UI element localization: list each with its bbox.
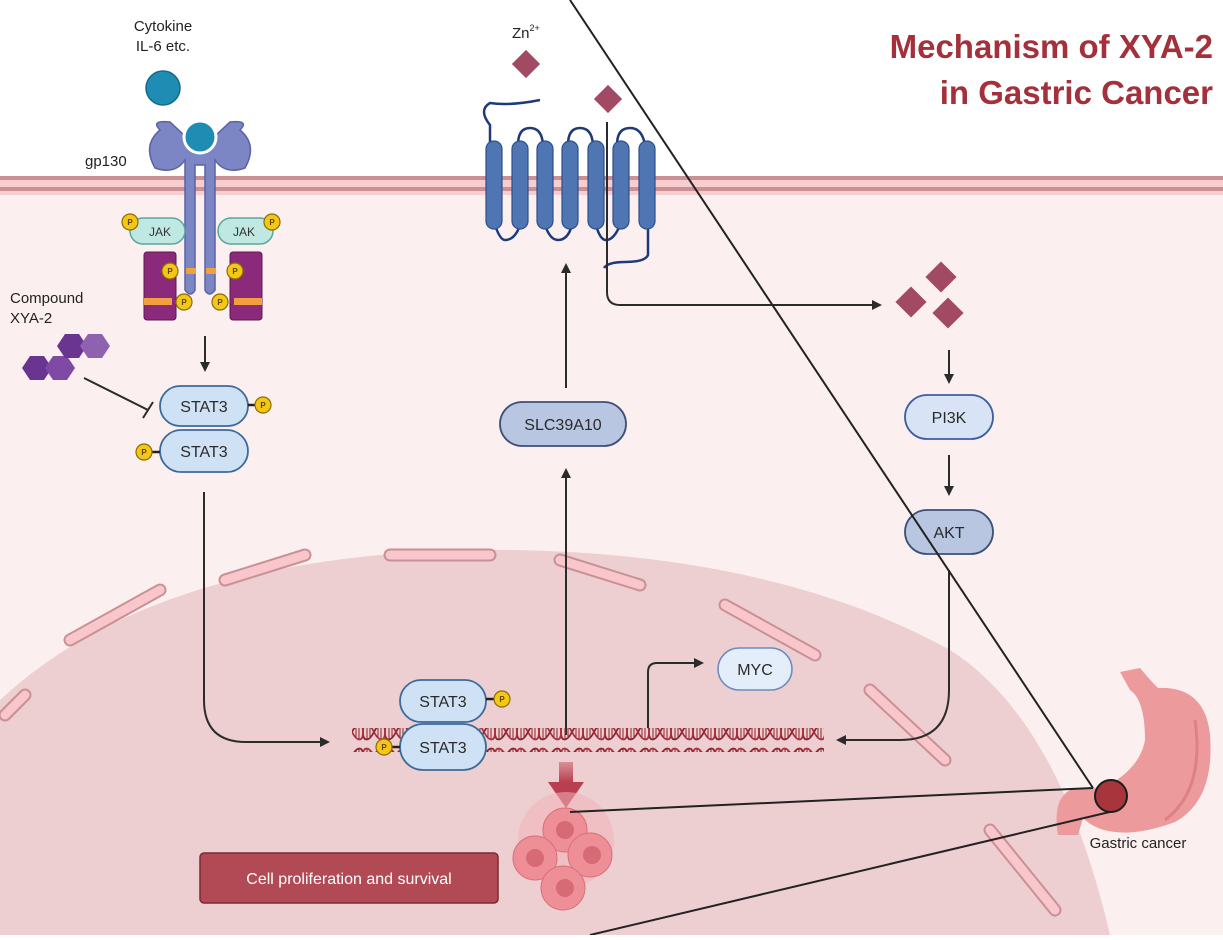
gastric-cancer-label: Gastric cancer [1090,835,1187,852]
zoom-line-bottom [589,809,1119,936]
receptor-kinase-domains: P P P P [143,251,263,321]
svg-text:Cell proliferation and surviva: Cell proliferation and survival [246,871,451,888]
phospho-icon [121,213,139,231]
title-line-1: Mechanism of XYA-2 [890,28,1213,65]
svg-text:STAT3: STAT3 [419,740,467,757]
cytokine-ligand-icon [145,70,181,106]
jak-left: JAK P [121,213,186,245]
slc39a10-node: SLC39A10 [499,401,627,447]
arrow-akt-to-dna [836,570,950,745]
svg-text:SLC39A10: SLC39A10 [524,417,601,434]
svg-text:P: P [381,743,387,752]
jak-right: JAK P [217,213,281,245]
pi3k-node: PI3K [904,394,994,440]
slc39a10-transporter-icon [482,98,656,269]
svg-text:P: P [269,218,275,227]
cytokine-label-1: Cytokine [134,18,192,35]
zinc-ion-icon [593,84,623,114]
svg-text:P: P [499,695,505,704]
cell-proliferation-box: Cell proliferation and survival [199,852,499,904]
zoom-line-top [569,0,1094,789]
svg-text:STAT3: STAT3 [180,399,228,416]
svg-text:P: P [217,298,223,307]
svg-text:P: P [127,218,133,227]
svg-text:P: P [141,448,147,457]
zinc-label: Zn2+ [512,23,540,42]
phospho-icon [263,213,281,231]
arrow-stat3-to-dna [203,492,330,747]
svg-text:P: P [181,298,187,307]
cytokine-label-2: IL-6 etc. [136,38,190,55]
svg-text:STAT3: STAT3 [419,694,467,711]
svg-text:STAT3: STAT3 [180,444,228,461]
compound-label-1: Compound [10,290,83,307]
zinc-ion-icon [511,49,541,79]
compound-label-2: XYA-2 [10,310,52,327]
compound-xya2-molecule-icon [22,334,110,380]
svg-text:P: P [232,267,238,276]
title-line-2: in Gastric Cancer [940,74,1213,111]
stat3-dimer-cytoplasm: STAT3 P STAT3 P [135,385,272,473]
svg-text:P: P [260,401,266,410]
svg-text:AKT: AKT [933,525,964,542]
stat3-dimer-nucleus: STAT3 P STAT3 P [375,679,511,771]
akt-node: AKT [904,509,994,555]
arrow-dna-to-myc [647,658,704,728]
svg-text:JAK: JAK [233,225,255,239]
gp130-label: gp130 [85,153,127,170]
tumor-cells-icon [512,792,614,911]
arrow-zinc-influx [606,122,882,310]
zinc-cluster-icon [895,261,964,329]
svg-text:P: P [167,267,173,276]
svg-text:JAK: JAK [149,225,171,239]
myc-node: MYC [717,647,793,691]
svg-text:PI3K: PI3K [932,410,967,427]
tumor-site-icon [1094,779,1128,813]
svg-text:MYC: MYC [737,662,773,679]
gp130-receptor-icon [148,119,252,295]
inhibition-arrow [83,377,154,419]
zoom-line-top [569,787,1094,813]
cell-membrane [0,176,1223,195]
